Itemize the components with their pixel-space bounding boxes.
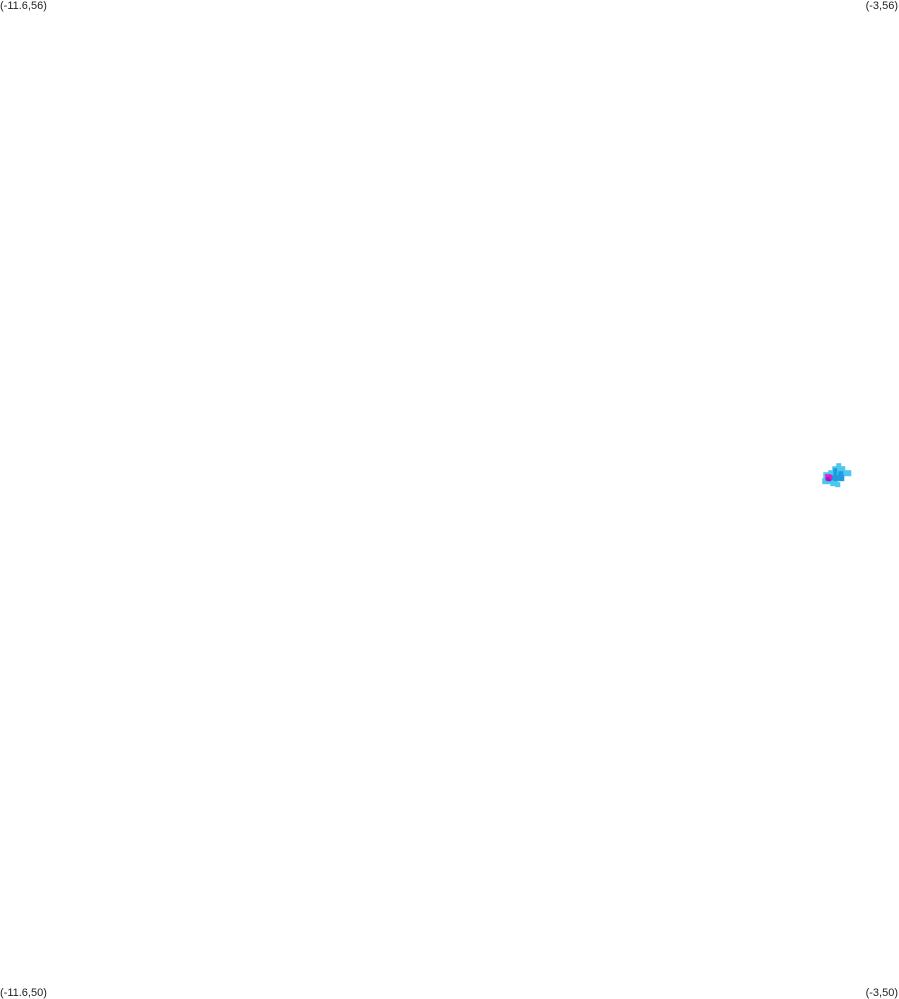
blob-cell-0 xyxy=(836,463,842,468)
blob-cell-9 xyxy=(838,471,844,480)
blob-cell-8 xyxy=(833,468,838,482)
heat-blob xyxy=(822,463,852,488)
blob-cell-6 xyxy=(830,480,839,487)
corner-label-bottom-left: (-11.6,50) xyxy=(0,987,47,999)
corner-label-top-left: (-11.6,56) xyxy=(0,0,47,12)
blob-cell-12 xyxy=(829,475,833,480)
blob-cell-1 xyxy=(832,466,846,472)
blob-cell-11 xyxy=(826,477,832,482)
blob-cell-7 xyxy=(835,482,841,488)
corner-label-top-right: (-3,56) xyxy=(865,0,898,12)
corner-label-bottom-right: (-3,50) xyxy=(865,987,898,999)
